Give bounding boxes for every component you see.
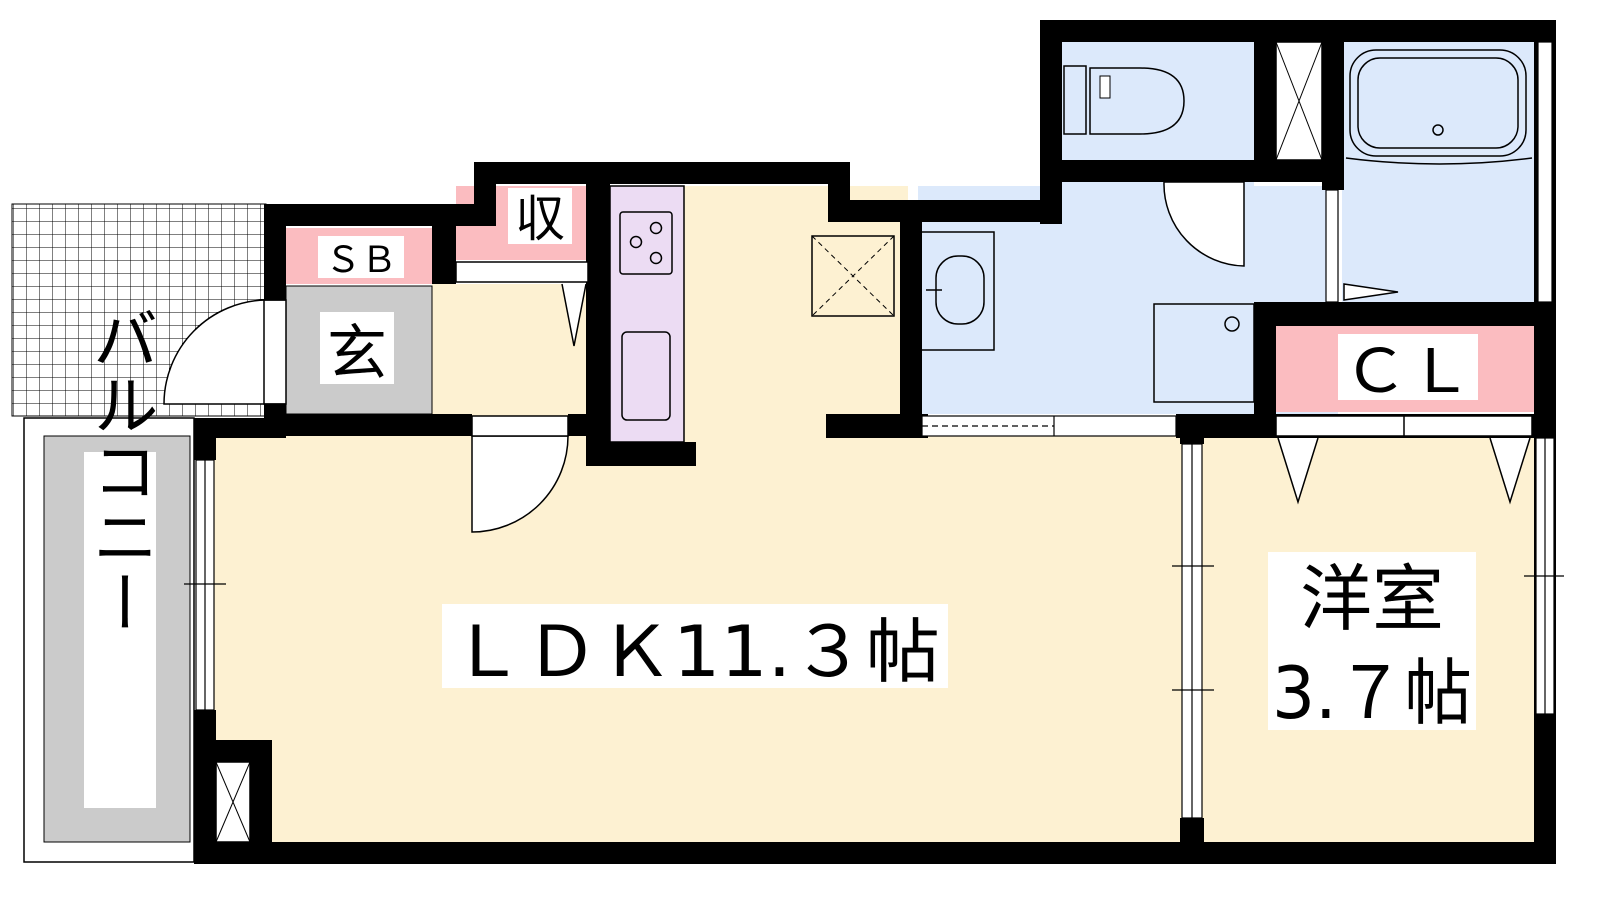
toilet-door[interactable] — [1163, 181, 1245, 267]
hall-floor — [432, 284, 592, 438]
washer-space — [1153, 303, 1255, 403]
stove — [619, 211, 673, 275]
ldk-label: ＬＤＫ11.３帖 — [450, 611, 940, 693]
entrance-label-bg — [320, 312, 394, 384]
bathtub-icon — [1345, 49, 1533, 165]
hall-door[interactable] — [471, 435, 569, 533]
washer-drain-icon — [1224, 316, 1240, 332]
western-label-bg — [1268, 552, 1476, 730]
shoebox-label-bg — [318, 236, 404, 278]
kitchen-sink — [621, 331, 671, 421]
bath-door[interactable] — [1343, 283, 1399, 301]
western-room-size: 3.７帖 — [1272, 651, 1472, 735]
entrance-label: 玄 — [327, 319, 387, 389]
closet-door-right[interactable] — [1489, 437, 1531, 505]
burner-1-icon — [629, 235, 643, 249]
closet-door-left[interactable] — [1277, 437, 1319, 505]
burner-3-icon — [649, 251, 663, 265]
shoebox-label: ＳＢ — [325, 240, 397, 281]
storage-label-bg — [508, 188, 572, 244]
western-room-name: 洋室 — [1300, 557, 1444, 641]
closet-label-bg — [1338, 334, 1478, 400]
ldk-label-bg — [442, 604, 948, 688]
walls — [194, 20, 1556, 864]
doors — [163, 181, 1533, 533]
balcony-label-bg — [84, 452, 156, 808]
basin-bowl — [935, 255, 985, 325]
storage-door[interactable] — [455, 261, 589, 283]
balcony-label: バルコニー — [82, 305, 159, 635]
windows — [184, 41, 1564, 819]
storage-label: 収 — [515, 190, 565, 248]
closet-label: ＣＬ — [1343, 337, 1473, 407]
burner-2-icon — [649, 221, 663, 235]
toilet-icon — [1063, 65, 1185, 135]
